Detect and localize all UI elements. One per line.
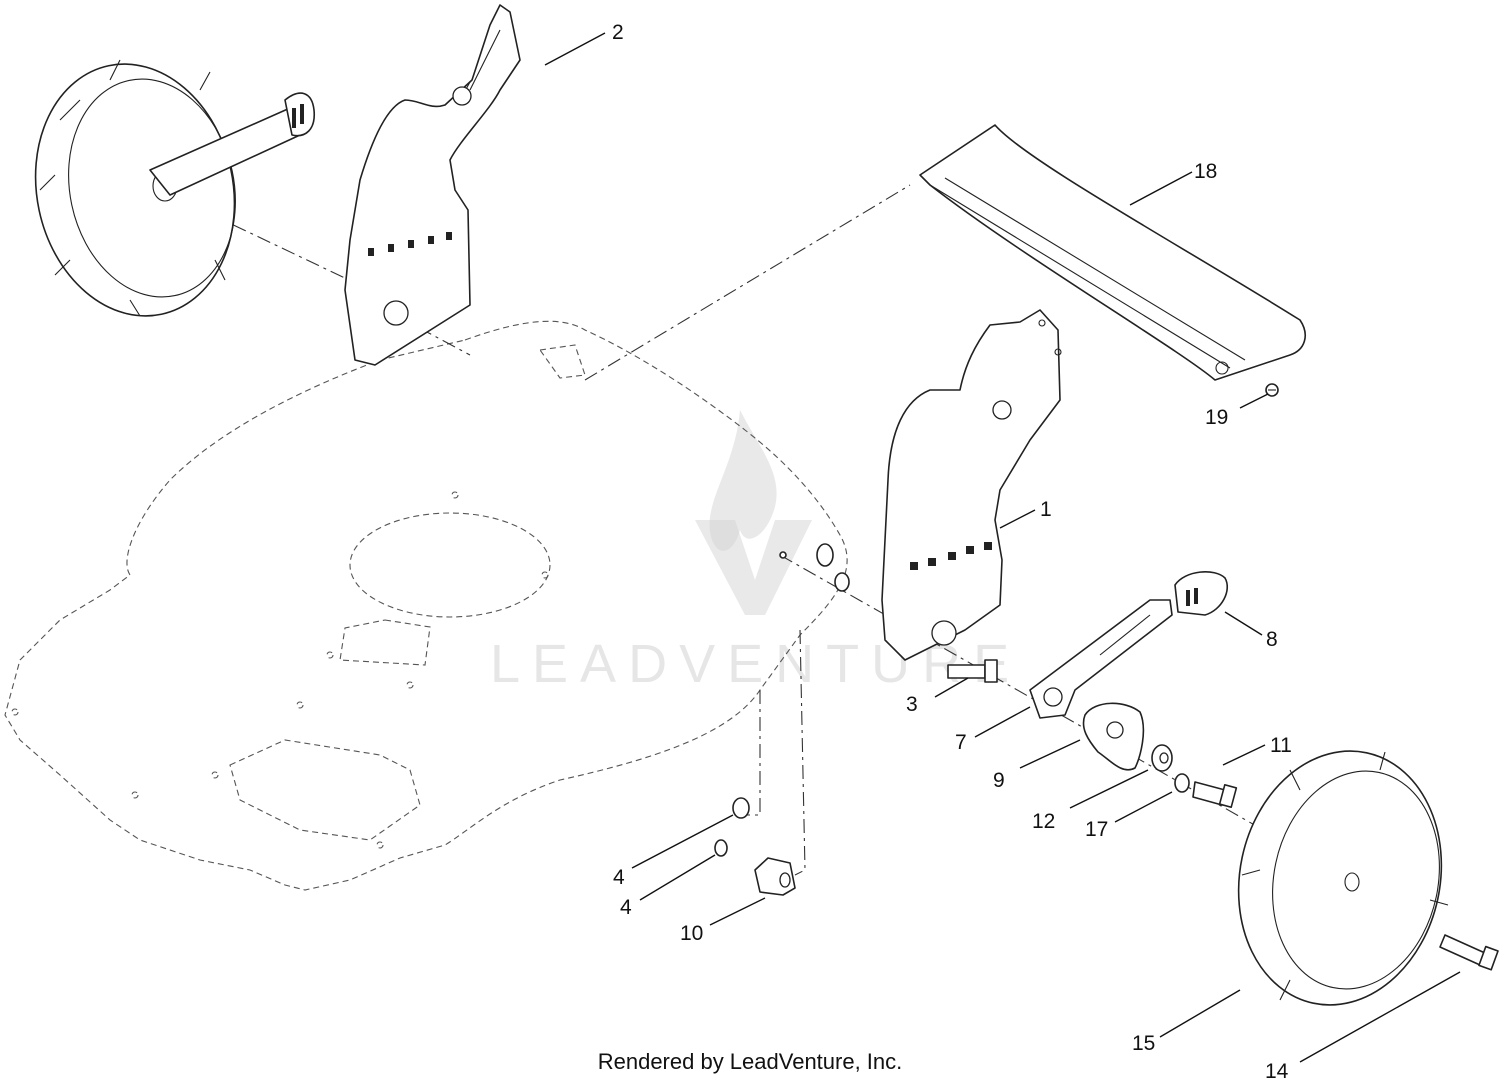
part-17-small-washer bbox=[1174, 773, 1190, 793]
callout-2: 2 bbox=[612, 21, 624, 44]
part-10-bushing bbox=[754, 857, 796, 896]
callout-15: 15 bbox=[1132, 1032, 1155, 1055]
part-4-spacer-lower bbox=[714, 839, 728, 857]
part-15-wheel bbox=[1237, 750, 1449, 1006]
callout-19: 19 bbox=[1205, 406, 1228, 429]
callout-labels: 2 18 19 1 8 3 7 9 11 12 17 4 4 10 15 14 bbox=[612, 21, 1292, 1083]
part-8-lever-grip bbox=[1174, 571, 1229, 616]
axle-bushing-hole bbox=[816, 543, 834, 567]
callout-12: 12 bbox=[1032, 810, 1055, 833]
part-19-screw bbox=[1265, 383, 1279, 397]
part-18-rear-shield bbox=[919, 124, 1306, 381]
mower-deck-phantom bbox=[4, 320, 848, 891]
callout-1: 1 bbox=[1040, 498, 1052, 521]
rendered-by-credit: Rendered by LeadVenture, Inc. bbox=[597, 1049, 903, 1074]
callout-9: 9 bbox=[993, 769, 1005, 792]
callout-4-lower: 4 bbox=[620, 896, 632, 919]
watermark-v-logo bbox=[695, 520, 812, 615]
callout-18: 18 bbox=[1194, 160, 1217, 183]
watermark-flame-logo bbox=[709, 410, 777, 551]
callout-17: 17 bbox=[1085, 818, 1108, 841]
callout-11: 11 bbox=[1270, 734, 1292, 757]
callout-7: 7 bbox=[955, 731, 967, 754]
part-2-left-bracket bbox=[344, 4, 521, 366]
axle-spacer bbox=[834, 572, 850, 592]
part-14-wheel-bolt bbox=[1439, 934, 1499, 971]
left-rear-wheel-assembly bbox=[34, 59, 315, 317]
part-12-washer bbox=[1151, 744, 1173, 772]
leader-lines bbox=[544, 32, 1461, 1063]
part-7-lever bbox=[1029, 599, 1173, 719]
axle-line-hardware bbox=[779, 543, 850, 592]
part-11-shoulder-bolt bbox=[1192, 781, 1238, 809]
callout-3: 3 bbox=[906, 693, 918, 716]
part-3-bolt bbox=[947, 659, 998, 683]
callout-8: 8 bbox=[1266, 628, 1278, 651]
part-1-right-bracket bbox=[881, 309, 1062, 661]
callout-4-upper: 4 bbox=[613, 866, 625, 889]
callout-10: 10 bbox=[680, 922, 703, 945]
part-9-pivot-plate bbox=[1082, 702, 1145, 771]
part-4-spacer-upper bbox=[732, 797, 750, 819]
callout-14: 14 bbox=[1265, 1060, 1289, 1083]
